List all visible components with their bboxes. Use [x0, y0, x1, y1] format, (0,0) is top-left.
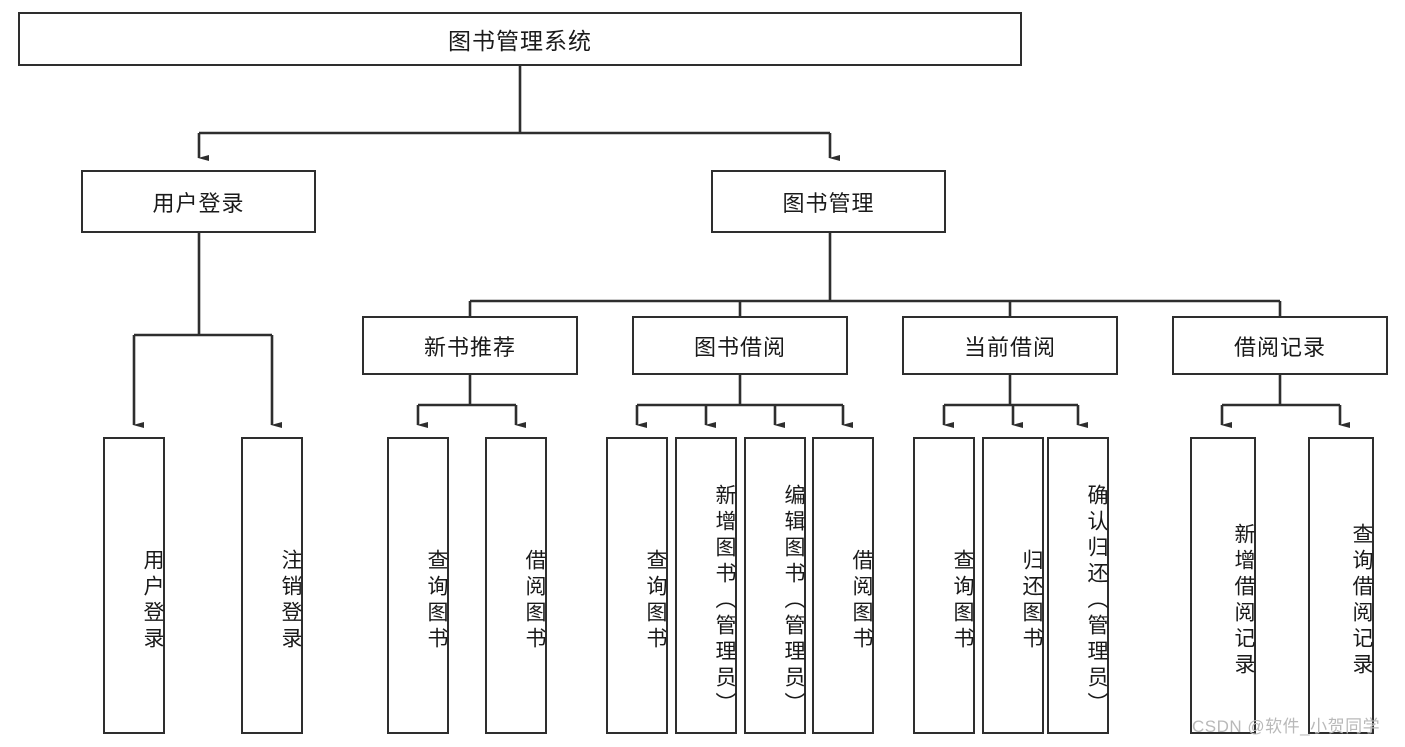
node-leaf-query-book-2-label: 查询图书	[644, 548, 667, 653]
node-leaf-query-book-3-label: 查询图书	[951, 548, 974, 653]
node-leaf-query-book-3[interactable]: 查询图书	[913, 437, 975, 734]
node-new-book-recommend[interactable]: 新书推荐	[362, 316, 578, 375]
node-borrow-record[interactable]: 借阅记录	[1172, 316, 1388, 375]
node-leaf-return-book[interactable]: 归还图书	[982, 437, 1044, 734]
node-book-management[interactable]: 图书管理	[711, 170, 946, 233]
node-root[interactable]: 图书管理系统	[18, 12, 1022, 66]
node-user-login[interactable]: 用户登录	[81, 170, 316, 233]
node-leaf-edit-book[interactable]: 编辑图书（管理员）	[744, 437, 806, 734]
node-leaf-return-book-label: 归还图书	[1020, 548, 1043, 653]
node-root-label: 图书管理系统	[448, 28, 592, 54]
node-borrow-record-label: 借阅记录	[1233, 334, 1326, 360]
node-leaf-add-book-label: 新增图书（管理员）	[713, 483, 736, 718]
node-leaf-query-book-2[interactable]: 查询图书	[606, 437, 668, 734]
node-book-borrow-label: 图书借阅	[693, 334, 786, 360]
node-leaf-query-record-label: 查询借阅记录	[1350, 522, 1373, 679]
node-leaf-edit-book-label: 编辑图书（管理员）	[782, 483, 805, 718]
node-leaf-add-record-label: 新增借阅记录	[1232, 522, 1255, 679]
node-leaf-user-login-label: 用户登录	[141, 548, 164, 653]
node-leaf-logout-login[interactable]: 注销登录	[241, 437, 303, 734]
node-leaf-query-record[interactable]: 查询借阅记录	[1308, 437, 1374, 734]
node-leaf-borrow-book-2-label: 借阅图书	[850, 548, 873, 653]
node-leaf-borrow-book-2[interactable]: 借阅图书	[812, 437, 874, 734]
node-current-borrow-label: 当前借阅	[963, 334, 1056, 360]
node-book-management-label: 图书管理	[782, 190, 875, 216]
node-leaf-query-book-1-label: 查询图书	[425, 548, 448, 653]
node-leaf-add-record[interactable]: 新增借阅记录	[1190, 437, 1256, 734]
node-current-borrow[interactable]: 当前借阅	[902, 316, 1118, 375]
node-new-book-recommend-label: 新书推荐	[423, 334, 516, 360]
node-leaf-borrow-book-1[interactable]: 借阅图书	[485, 437, 547, 734]
node-leaf-user-login[interactable]: 用户登录	[103, 437, 165, 734]
node-leaf-add-book[interactable]: 新增图书（管理员）	[675, 437, 737, 734]
node-leaf-logout-login-label: 注销登录	[279, 548, 302, 653]
node-leaf-borrow-book-1-label: 借阅图书	[523, 548, 546, 653]
node-leaf-confirm-return-label: 确认归还（管理员）	[1085, 483, 1108, 718]
node-book-borrow[interactable]: 图书借阅	[632, 316, 848, 375]
node-leaf-query-book-1[interactable]: 查询图书	[387, 437, 449, 734]
node-leaf-confirm-return[interactable]: 确认归还（管理员）	[1047, 437, 1109, 734]
node-user-login-label: 用户登录	[152, 190, 245, 216]
watermark: CSDN @软件_小贺同学	[1192, 717, 1381, 736]
